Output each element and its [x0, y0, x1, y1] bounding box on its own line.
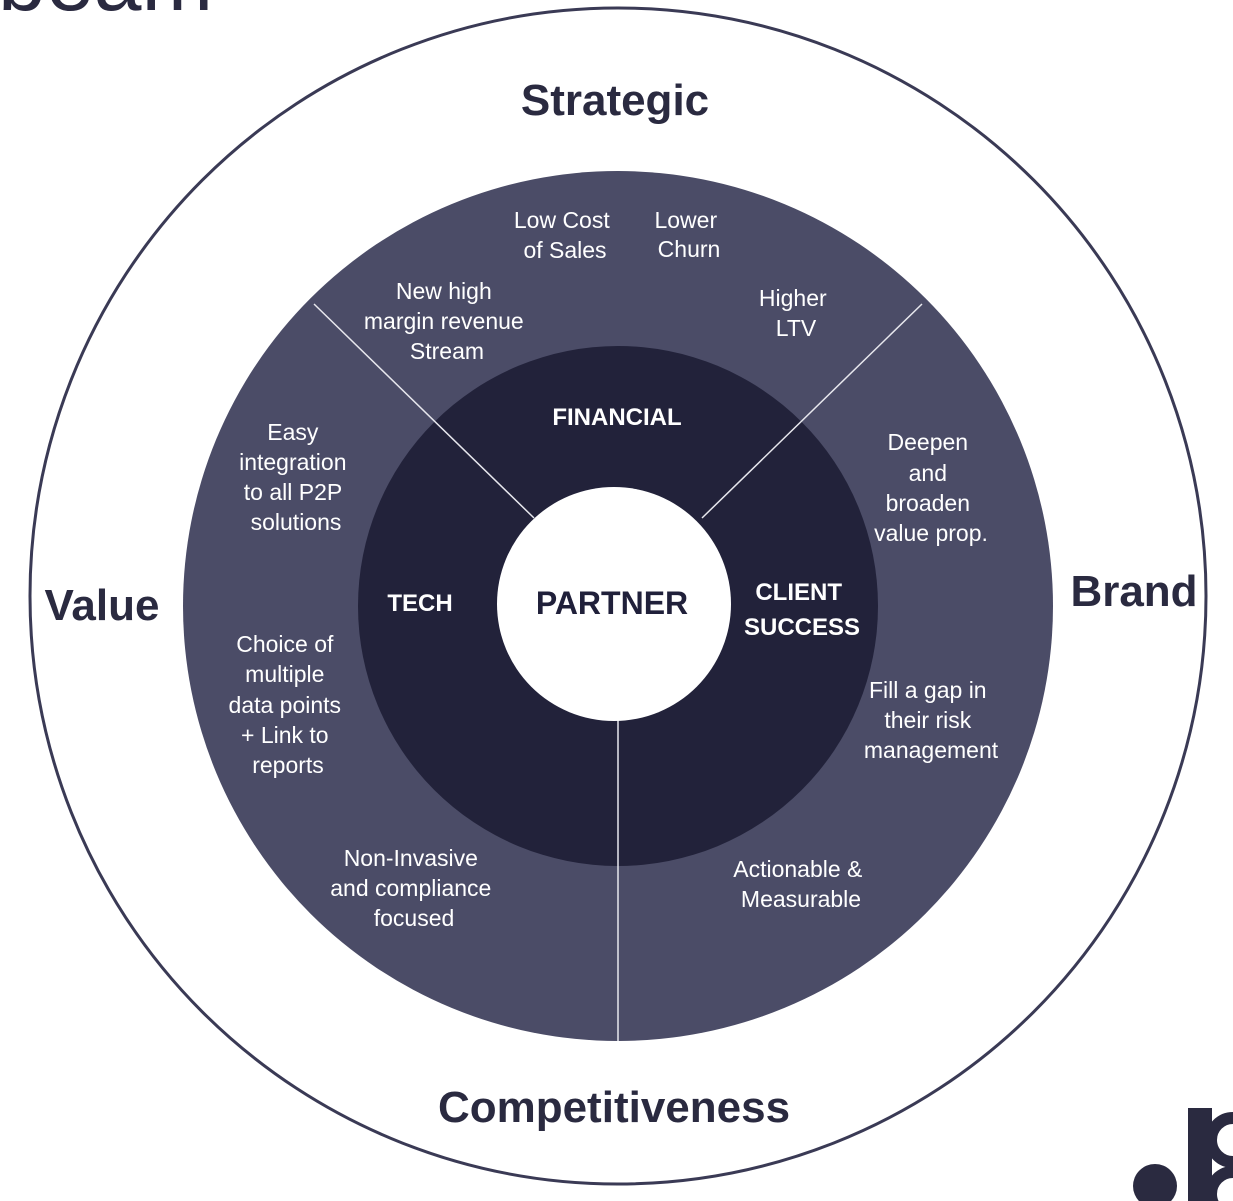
benefit-line: focused: [374, 905, 455, 931]
benefit-line: Non-Invasive: [344, 845, 478, 871]
benefit-line: Fill a gap in: [869, 677, 987, 703]
outer-label-value: Value: [45, 581, 160, 630]
benefit-line: and: [909, 460, 947, 486]
benefit-line: management: [864, 737, 999, 763]
logo-mark-arc-lower: [1205, 1166, 1233, 1201]
benefit-line: New high: [396, 278, 492, 304]
category-tech: TECH: [387, 590, 452, 617]
benefit-new-revenue: New high margin revenue Stream: [364, 278, 530, 364]
benefit-line: Lower: [654, 207, 717, 233]
center-label: PARTNER: [536, 585, 688, 621]
category-client-success-line: SUCCESS: [744, 614, 860, 641]
benefit-line: Low Cost: [514, 207, 610, 233]
benefit-line: Measurable: [741, 886, 861, 912]
logo-mark: [1133, 1108, 1233, 1201]
benefit-line: multiple: [245, 661, 324, 687]
benefit-line: integration: [239, 449, 346, 475]
benefit-line: to all P2P: [244, 479, 342, 505]
benefit-line: Actionable &: [733, 856, 862, 882]
benefit-line: LTV: [776, 315, 817, 341]
benefit-line: data points: [229, 692, 342, 718]
benefit-line: broaden: [886, 490, 970, 516]
benefit-line: Higher: [759, 285, 827, 311]
center-circle: [497, 487, 731, 721]
logo-mark-dot: [1133, 1164, 1177, 1201]
benefit-line: reports: [252, 752, 324, 778]
benefit-non-invasive: Non-Invasive and compliance focused: [330, 845, 498, 931]
benefit-line: Deepen: [888, 429, 969, 455]
benefit-easy-integration: Easy integration to all P2P solutions: [239, 419, 353, 535]
benefit-deepen: Deepen and broaden value prop.: [874, 429, 988, 546]
outer-label-strategic: Strategic: [521, 76, 709, 125]
benefit-fill-gap: Fill a gap in their risk management: [864, 677, 999, 763]
benefit-line: Easy: [267, 419, 319, 445]
benefit-actionable: Actionable & Measurable: [733, 856, 869, 912]
benefit-line: + Link to: [241, 722, 329, 748]
benefit-line: their risk: [884, 707, 971, 733]
benefit-lower-churn: Lower Churn: [654, 207, 723, 262]
divider-right: [701, 303, 923, 519]
benefit-higher-ltv: Higher LTV: [759, 285, 833, 341]
category-financial: FINANCIAL: [552, 404, 681, 431]
benefit-low-cost: Low Cost of Sales: [514, 207, 616, 263]
benefit-line: solutions: [251, 509, 342, 535]
outer-label-competitiveness: Competitiveness: [438, 1083, 790, 1132]
outer-label-brand: Brand: [1070, 567, 1197, 616]
category-client-success-line: CLIENT: [755, 579, 842, 606]
benefit-line: margin revenue: [364, 308, 524, 334]
category-client-success: CLIENT SUCCESS: [744, 579, 860, 641]
benefit-line: Stream: [410, 338, 484, 364]
benefit-choice: Choice of multiple data points + Link to…: [229, 631, 348, 778]
benefit-line: of Sales: [523, 237, 606, 263]
benefit-line: value prop.: [874, 520, 988, 546]
benefit-line: and compliance: [330, 875, 491, 901]
logo-mark-arc-upper: [1205, 1112, 1233, 1168]
benefit-line: Choice of: [236, 631, 334, 657]
divider-left: [313, 303, 535, 519]
benefit-line: Churn: [658, 236, 721, 262]
logo-top-text: beam: [0, 0, 213, 29]
